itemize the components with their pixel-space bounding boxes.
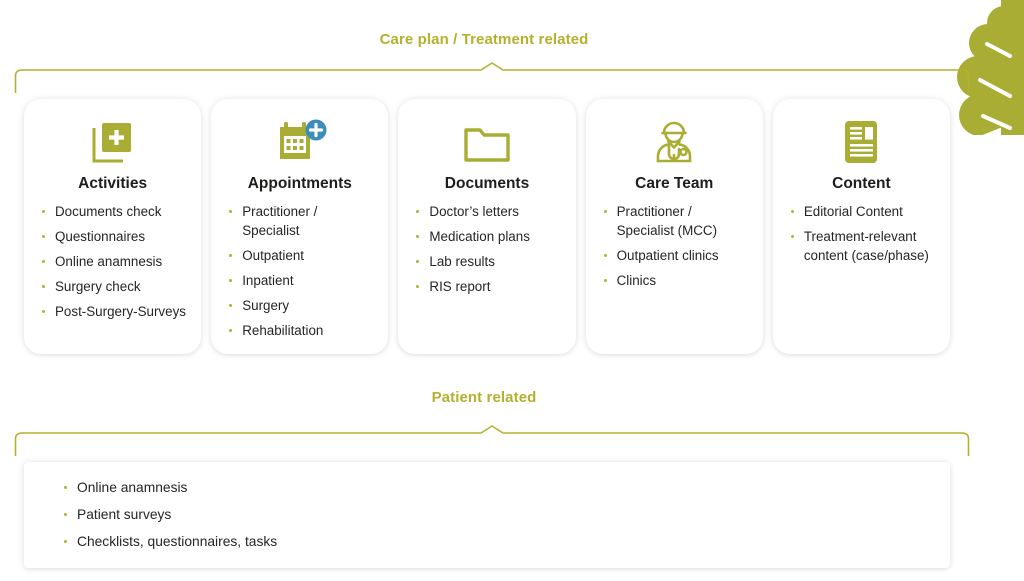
list-item: Patient surveys — [62, 505, 950, 525]
list-item: Practitioner / Specialist (MCC) — [602, 202, 749, 240]
folder-icon — [412, 117, 561, 169]
list-item: Rehabilitation — [227, 321, 374, 340]
list-item: RIS report — [414, 277, 561, 296]
card-activities[interactable]: Activities Documents check Questionnaire… — [24, 99, 202, 354]
list-item: Outpatient — [227, 246, 374, 265]
list-item: Online anamnesis — [62, 478, 950, 498]
article-icon — [787, 117, 936, 169]
brace-bottom — [14, 425, 970, 457]
list-item: Doctor’s letters — [414, 202, 561, 221]
list-item: Lab results — [414, 252, 561, 271]
list-item: Online anamnesis — [40, 252, 187, 271]
card-documents[interactable]: Documents Doctor’s letters Medication pl… — [398, 99, 576, 354]
list-item: Surgery — [227, 296, 374, 315]
card-title-appointments: Appointments — [247, 175, 352, 192]
list-item: Questionnaires — [40, 227, 187, 246]
panel-patient-related[interactable]: Online anamnesis Patient surveys Checkli… — [24, 462, 950, 568]
card-list-activities: Documents check Questionnaires Online an… — [38, 202, 187, 321]
card-list-appointments: Practitioner / Specialist Outpatient Inp… — [225, 202, 374, 340]
list-item: Post-Surgery-Surveys — [40, 302, 187, 321]
card-care-team[interactable]: Care Team Practitioner / Specialist (MCC… — [585, 99, 763, 354]
list-item: Outpatient clinics — [602, 246, 749, 265]
card-list-content: Editorial Content Treatment-relevant con… — [787, 202, 936, 265]
documents-plus-icon — [38, 117, 187, 169]
group-label-patient-related: Patient related — [431, 389, 537, 406]
card-list-documents: Doctor’s letters Medication plans Lab re… — [412, 202, 561, 296]
group-label-care-plan: Care plan / Treatment related — [379, 31, 589, 48]
list-item: Practitioner / Specialist — [227, 202, 374, 240]
list-item: Inpatient — [227, 271, 374, 290]
brace-top — [14, 62, 970, 94]
card-list-care-team: Practitioner / Specialist (MCC) Outpatie… — [600, 202, 749, 290]
list-item: Surgery check — [40, 277, 187, 296]
card-title-documents: Documents — [444, 175, 530, 192]
card-content[interactable]: Content Editorial Content Treatment-rele… — [772, 99, 951, 354]
list-item: Medication plans — [414, 227, 561, 246]
doctor-icon — [600, 117, 749, 169]
card-title-care-team: Care Team — [635, 175, 714, 192]
calendar-add-icon — [225, 117, 374, 169]
card-title-activities: Activities — [78, 175, 148, 192]
list-item: Checklists, questionnaires, tasks — [62, 532, 950, 552]
card-appointments[interactable]: Appointments Practitioner / Specialist O… — [211, 99, 389, 354]
list-item: Treatment-relevant content (case/phase) — [789, 227, 936, 265]
list-item: Documents check — [40, 202, 187, 221]
card-row: Activities Documents check Questionnaire… — [24, 99, 951, 354]
card-title-content: Content — [832, 175, 891, 192]
bottom-panel-list: Online anamnesis Patient surveys Checkli… — [24, 478, 950, 552]
list-item: Clinics — [602, 271, 749, 290]
list-item: Editorial Content — [789, 202, 936, 221]
